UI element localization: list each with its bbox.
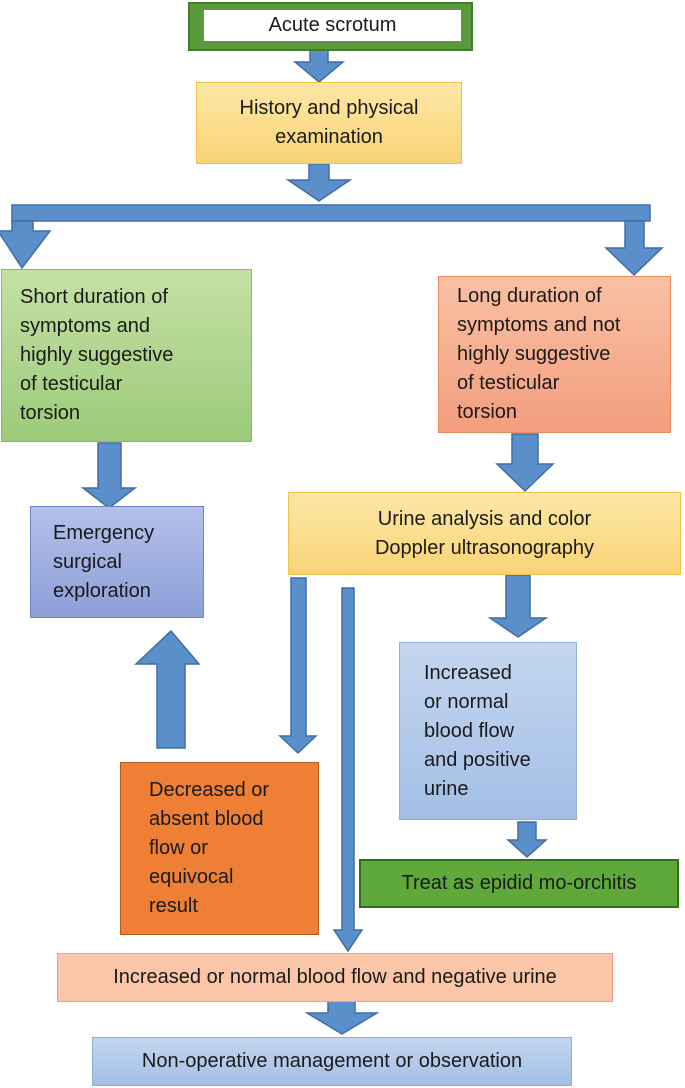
emergency-line-1: Emergency (53, 521, 155, 544)
short-duration-line-1: Short duration of (20, 286, 168, 308)
decreased-line-3: flow or (149, 837, 208, 859)
decreased-absent-node: Decreased or absent blood flow or equivo… (120, 762, 319, 935)
non-operative-label: Non-operative management or observation (141, 1050, 523, 1072)
long-duration-line-5: torsion (457, 401, 518, 423)
decreased-line-4: equivocal (149, 866, 234, 888)
arrow-decreased-to-emergency (134, 629, 201, 749)
long-duration-line-3: highly suggestive (457, 343, 611, 365)
increased-positive-line-1: Increased (424, 661, 512, 684)
increased-negative-label: Increased or normal blood flow and negat… (113, 966, 557, 988)
emergency-exploration-node: Emergency surgical exploration (30, 506, 204, 618)
decreased-line-5: result (149, 895, 198, 917)
treat-epididymo-label: Treat as epidid mo-orchitis (401, 872, 637, 894)
arrow-branch-right (604, 220, 664, 277)
long-duration-line-1: Long duration of (457, 285, 602, 307)
short-duration-line-2: symptoms and (20, 315, 151, 337)
increased-positive-node: Increased or normal blood flow and posit… (399, 642, 577, 820)
long-duration-line-2: symptoms and not (457, 314, 621, 336)
decreased-line-1: Decreased or (149, 779, 270, 801)
arrow-urine-to-increased-negative (332, 587, 364, 953)
urine-doppler-node: Urine analysis and color Doppler ultraso… (288, 492, 681, 575)
increased-negative-node: Increased or normal blood flow and negat… (57, 953, 613, 1002)
arrow-branch-left (0, 220, 52, 270)
arrow-urine-to-increased-positive (487, 574, 549, 638)
increased-positive-line-5: urine (424, 777, 469, 800)
arrow-increased-negative-to-non-operative (304, 1000, 380, 1035)
arrow-short-to-emergency (80, 442, 138, 509)
long-duration-line-4: of testicular (457, 372, 560, 394)
emergency-line-3: exploration (53, 579, 151, 602)
treat-epididymo-node: Treat as epidid mo-orchitis (359, 859, 679, 908)
increased-positive-line-2: or normal (424, 690, 509, 713)
urine-doppler-line-1: Urine analysis and color (377, 507, 592, 530)
history-exam-node: History and physical examination (196, 82, 462, 164)
emergency-line-2: surgical (53, 550, 122, 573)
non-operative-node: Non-operative management or observation (92, 1037, 572, 1086)
arrow-start-to-history (292, 49, 346, 83)
short-duration-node: Short duration of symptoms and highly su… (1, 269, 252, 442)
acute-scrotum-node: Acute scrotum (188, 2, 473, 51)
arrow-long-to-urine (495, 433, 555, 493)
arrow-urine-to-decreased (278, 577, 318, 755)
short-duration-line-5: torsion (20, 402, 81, 424)
short-duration-line-4: of testicular (20, 373, 123, 395)
long-duration-node: Long duration of symptoms and not highly… (438, 276, 671, 433)
acute-scrotum-label: Acute scrotum (268, 14, 397, 36)
decreased-line-2: absent blood (149, 808, 264, 830)
urine-doppler-line-2: Doppler ultrasonography (374, 536, 595, 559)
history-exam-line-2: examination (275, 126, 383, 148)
branch-bar (11, 204, 651, 222)
increased-positive-line-4: and positive (424, 748, 531, 771)
history-exam-line-1: History and physical (239, 97, 419, 119)
arrow-increased-positive-to-treat (506, 821, 548, 859)
increased-positive-line-3: blood flow (424, 719, 515, 742)
short-duration-line-3: highly suggestive (20, 344, 174, 366)
arrow-history-to-branch (285, 163, 353, 202)
